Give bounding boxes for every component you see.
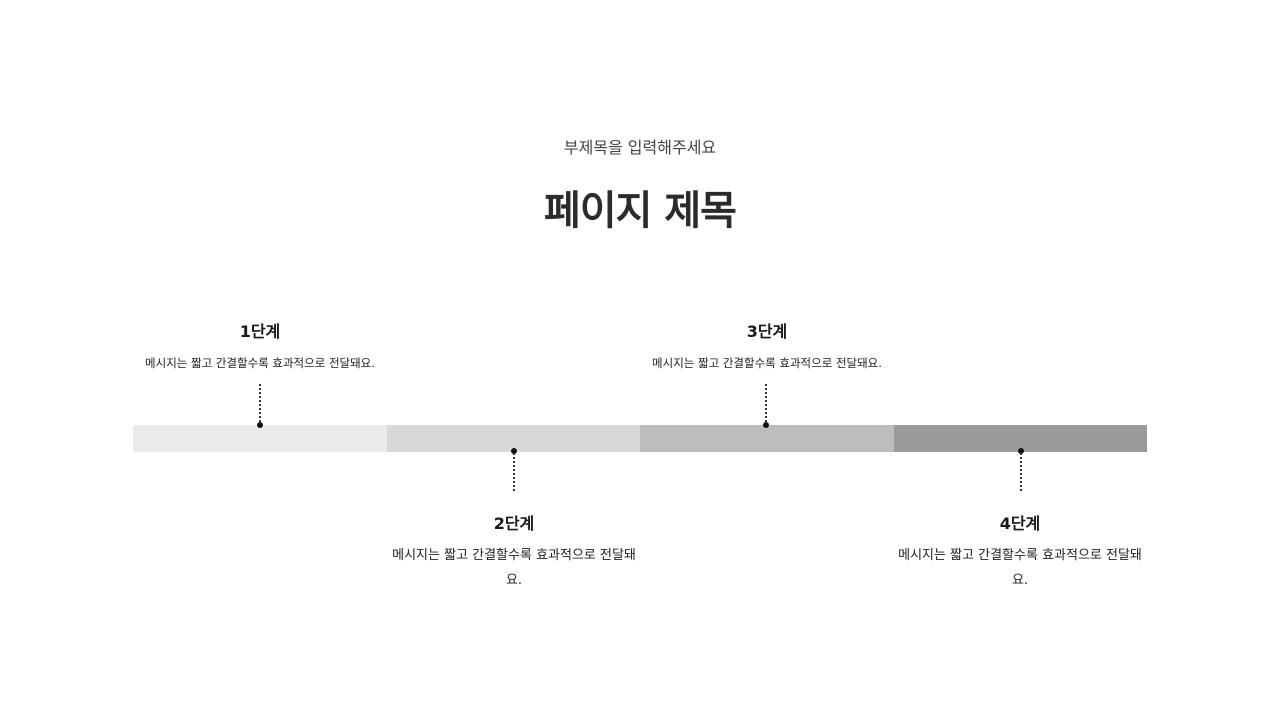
step-4-description: 메시지는 짧고 간결할수록 효과적으로 전달돼요. (898, 548, 1142, 588)
step-1-label: 1단계 (239, 322, 281, 341)
step-4-marker-dot (1018, 448, 1024, 454)
step-1-description: 메시지는 짧고 간결할수록 효과적으로 전달돼요. (145, 356, 375, 370)
timeline-segment-4 (893, 425, 1147, 452)
step-2-description: 메시지는 짧고 간결할수록 효과적으로 전달돼요. (392, 548, 636, 588)
step-4-connector (1020, 453, 1022, 491)
step-1: 1단계 메시지는 짧고 간결할수록 효과적으로 전달돼요. (133, 318, 387, 371)
page-subtitle: 부제목을 입력해주세요 (563, 138, 717, 157)
step-2: 2단계 메시지는 짧고 간결할수록 효과적으로 전달돼요. (387, 510, 641, 593)
timeline-segment-3 (640, 425, 894, 452)
step-2-connector (513, 453, 515, 491)
timeline-segment-1 (133, 425, 387, 452)
step-1-marker-dot (257, 422, 263, 428)
page-title: 페이지 제목 (544, 188, 737, 234)
step-2-label: 2단계 (493, 514, 535, 533)
step-3-marker-dot (763, 422, 769, 428)
step-4-label: 4단계 (999, 514, 1041, 533)
step-3-label: 3단계 (746, 322, 788, 341)
step-4: 4단계 메시지는 짧고 간결할수록 효과적으로 전달돼요. (893, 510, 1147, 593)
step-3: 3단계 메시지는 짧고 간결할수록 효과적으로 전달돼요. (640, 318, 894, 371)
timeline-bar (133, 425, 1147, 452)
timeline-segment-2 (386, 425, 640, 452)
step-3-connector (765, 384, 767, 422)
step-3-description: 메시지는 짧고 간결할수록 효과적으로 전달돼요. (652, 356, 882, 370)
step-1-connector (259, 384, 261, 422)
step-2-marker-dot (511, 448, 517, 454)
